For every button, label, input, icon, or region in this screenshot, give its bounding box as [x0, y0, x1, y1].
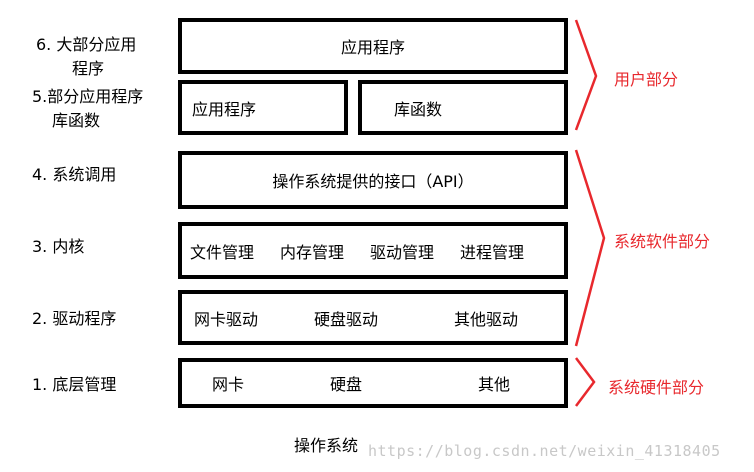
layer-5-label-line1: 5.部分应用程序 [32, 87, 144, 106]
layer-4-label: 4. 系统调用 [32, 165, 117, 184]
kernel-item-driver: 驱动管理 [370, 242, 435, 262]
driver-item-other: 其他驱动 [454, 309, 519, 329]
hardware-item-disk: 硬盘 [330, 375, 363, 394]
group-system-hardware-label: 系统硬件部分 [608, 378, 705, 397]
drivers-box: 网卡驱动 硬盘驱动 其他驱动 [178, 290, 568, 345]
group-user-label: 用户部分 [614, 70, 679, 89]
kernel-box: 文件管理 内存管理 驱动管理 进程管理 [178, 222, 568, 279]
kernel-item-file: 文件管理 [190, 242, 255, 262]
user-brace [574, 19, 598, 131]
system-hardware-brace [575, 357, 596, 407]
app-part-box: 应用程序 [178, 80, 348, 135]
driver-item-disk: 硬盘驱动 [314, 309, 379, 329]
layer-3-label: 3. 内核 [32, 237, 85, 256]
hardware-box: 网卡 硬盘 其他 [178, 358, 568, 408]
app-full-box: 应用程序 [178, 18, 568, 74]
syscall-text: 操作系统提供的接口（API） [272, 172, 474, 191]
driver-item-nic: 网卡驱动 [194, 309, 259, 329]
diagram-caption: 操作系统 [294, 436, 359, 455]
lib-box: 库函数 [358, 80, 568, 135]
kernel-item-memory: 内存管理 [280, 242, 345, 262]
layer-6-label-line1: 6. 大部分应用 [36, 35, 137, 54]
app-part-text: 应用程序 [192, 99, 257, 119]
group-system-software-label: 系统软件部分 [614, 232, 711, 251]
syscall-box: 操作系统提供的接口（API） [178, 151, 568, 209]
lib-text: 库函数 [394, 99, 443, 119]
layer-6-label-line2: 程序 [72, 59, 105, 78]
layer-2-label: 2. 驱动程序 [32, 309, 117, 328]
system-software-brace [574, 149, 606, 347]
kernel-item-process: 进程管理 [460, 242, 525, 262]
layer-5-label-line2: 库函数 [52, 111, 101, 130]
watermark: https://blog.csdn.net/weixin_41318405 [368, 442, 721, 460]
hardware-item-nic: 网卡 [212, 375, 245, 394]
layer-1-label: 1. 底层管理 [32, 375, 117, 394]
app-full-text: 应用程序 [340, 38, 405, 57]
hardware-item-other: 其他 [478, 375, 511, 394]
